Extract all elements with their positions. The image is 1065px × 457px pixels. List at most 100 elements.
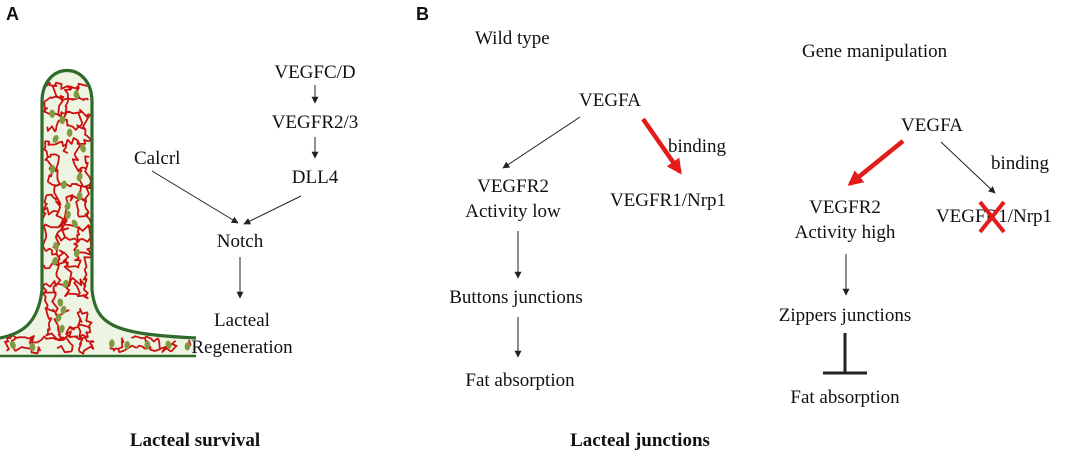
wt-node-vegfr2: VEGFR2 <box>477 176 549 197</box>
vessel-segment <box>42 227 48 243</box>
gm-label-binding: binding <box>991 153 1050 174</box>
wt-label-binding: binding <box>668 136 727 157</box>
vessel-segment <box>4 338 10 352</box>
vessel-segment <box>84 155 90 169</box>
vessel-segment <box>73 140 81 156</box>
vessel-segment <box>71 154 79 171</box>
nucleus <box>76 172 83 182</box>
blocked-cross-icon <box>978 200 1006 234</box>
vessel-segment <box>68 335 81 341</box>
vessel-segment <box>77 326 82 340</box>
vessel-segment <box>51 294 59 313</box>
vessel-segment <box>10 337 17 350</box>
vessel-segment <box>47 153 56 158</box>
villus-outline <box>0 68 197 340</box>
vessel-segment <box>62 252 70 266</box>
vessel-segment <box>76 294 89 300</box>
nucleus <box>184 342 191 351</box>
gm-node-fat-absorption: Fat absorption <box>790 387 900 408</box>
vessel-segment <box>76 138 89 145</box>
wt-red-arrow-vegfa-to-vegfr1 <box>641 117 682 175</box>
vessel-segment <box>54 140 67 148</box>
vessel-segment <box>65 337 74 352</box>
gm-red-arrow-vegfa-to-vegfr2 <box>847 139 905 186</box>
vessel-segment <box>60 111 66 117</box>
nucleus <box>76 191 83 201</box>
vessel-segment <box>66 265 80 269</box>
node-lacteal: Lacteal <box>214 310 270 331</box>
nucleus <box>73 90 80 99</box>
nucleus <box>57 298 64 307</box>
vessel-segment <box>45 309 53 324</box>
vessel-segment <box>44 307 57 313</box>
vessel-segment <box>55 234 66 242</box>
vessel-segment <box>89 339 95 350</box>
wt-node-fat-absorption: Fat absorption <box>465 370 575 391</box>
nucleus <box>60 305 67 315</box>
vessel-segment <box>117 344 137 353</box>
vessel-segment <box>42 292 49 310</box>
vessel-segment <box>69 325 79 331</box>
nucleus <box>108 339 115 348</box>
nucleus <box>65 210 71 220</box>
vessel-segment <box>76 211 90 218</box>
gm-node-activity-high: Activity high <box>795 222 896 243</box>
nucleus <box>52 256 58 266</box>
vessel-segment <box>84 129 92 143</box>
vessel-segment <box>84 200 90 213</box>
vessel-segment <box>65 137 79 145</box>
vessel-segment <box>6 334 17 340</box>
wt-node-activity-low: Activity low <box>465 201 561 222</box>
nucleus <box>29 342 36 351</box>
vessel-segment <box>16 336 29 340</box>
vessel-segment <box>157 337 161 350</box>
vessel-segment <box>170 340 178 353</box>
vessel-segment <box>77 237 92 243</box>
vessel-segment <box>76 226 81 243</box>
arrow-calcrl-to-notch <box>151 170 239 224</box>
wt-node-vegfr1-nrp1: VEGFR1/Nrp1 <box>610 190 726 211</box>
vessel-segment <box>159 345 172 353</box>
vessel-segment <box>77 111 84 128</box>
node-regeneration: Regeneration <box>191 337 293 358</box>
vessel-segment <box>78 345 94 355</box>
vessel-segment <box>135 344 148 350</box>
vessel-segment <box>43 95 60 103</box>
vessel-segment <box>79 108 89 118</box>
node-vegfc-d: VEGFC/D <box>274 62 355 83</box>
vessel-segment <box>65 194 80 202</box>
wt-node-vegfa: VEGFA <box>579 90 641 111</box>
vessel-segment <box>80 184 91 190</box>
vessel-segment <box>52 283 58 296</box>
cell-nuclei <box>9 90 191 351</box>
nucleus <box>64 202 71 211</box>
nucleus <box>9 340 16 349</box>
vessel-segment <box>41 206 59 216</box>
vessel-segment <box>117 337 125 350</box>
vessel-segment <box>44 140 56 146</box>
vessel-segment <box>57 325 63 339</box>
title-gene-manipulation: Gene manipulation <box>802 41 948 62</box>
node-notch: Notch <box>217 231 264 252</box>
vessel-segment <box>63 282 71 298</box>
wt-arrow-vegfa-to-vegfr2 <box>502 116 581 169</box>
vessel-segment <box>56 336 67 341</box>
vessel-segment <box>64 85 72 99</box>
vessel-segment <box>46 193 58 201</box>
vessel-segment <box>62 144 69 155</box>
nucleus <box>124 341 131 350</box>
vessel-segment <box>60 223 70 238</box>
inhibition-bar <box>823 333 867 375</box>
nucleus <box>52 134 59 144</box>
nucleus <box>71 219 78 228</box>
vessel-segment <box>144 335 159 343</box>
vessel-segment <box>54 224 64 238</box>
nucleus <box>53 242 59 251</box>
node-vegfr2-3: VEGFR2/3 <box>272 112 359 133</box>
vessel-segment <box>64 236 79 243</box>
vessel-segment <box>43 101 48 112</box>
vessel-segment <box>66 123 79 131</box>
villus-illustration <box>0 68 197 358</box>
vessel-segment <box>64 98 69 114</box>
